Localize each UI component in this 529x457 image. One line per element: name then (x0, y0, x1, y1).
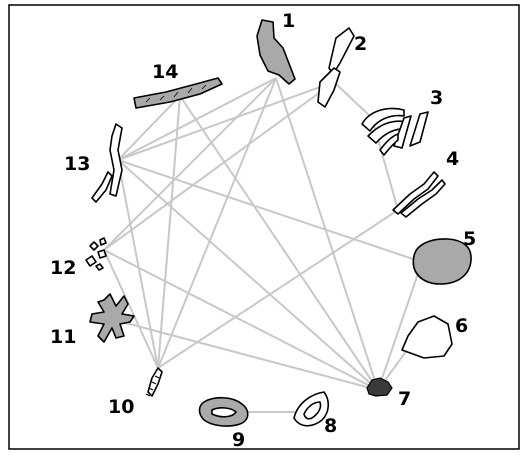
node-label-7: 7 (398, 388, 411, 410)
node-label-12: 12 (50, 257, 76, 279)
node-label-4: 4 (446, 148, 459, 170)
diagram-frame (9, 5, 519, 449)
node-label-11: 11 (50, 326, 76, 348)
node-label-10: 10 (108, 396, 134, 418)
node-label-8: 8 (324, 415, 337, 437)
node-label-1: 1 (282, 10, 295, 32)
node-label-14: 14 (152, 61, 178, 83)
node-9-shape (200, 398, 248, 426)
node-label-6: 6 (455, 315, 468, 337)
node-label-9: 9 (232, 429, 245, 451)
node-label-5: 5 (463, 228, 476, 250)
node-label-2: 2 (354, 33, 367, 55)
node-label-3: 3 (430, 87, 443, 109)
node-label-13: 13 (64, 153, 90, 175)
